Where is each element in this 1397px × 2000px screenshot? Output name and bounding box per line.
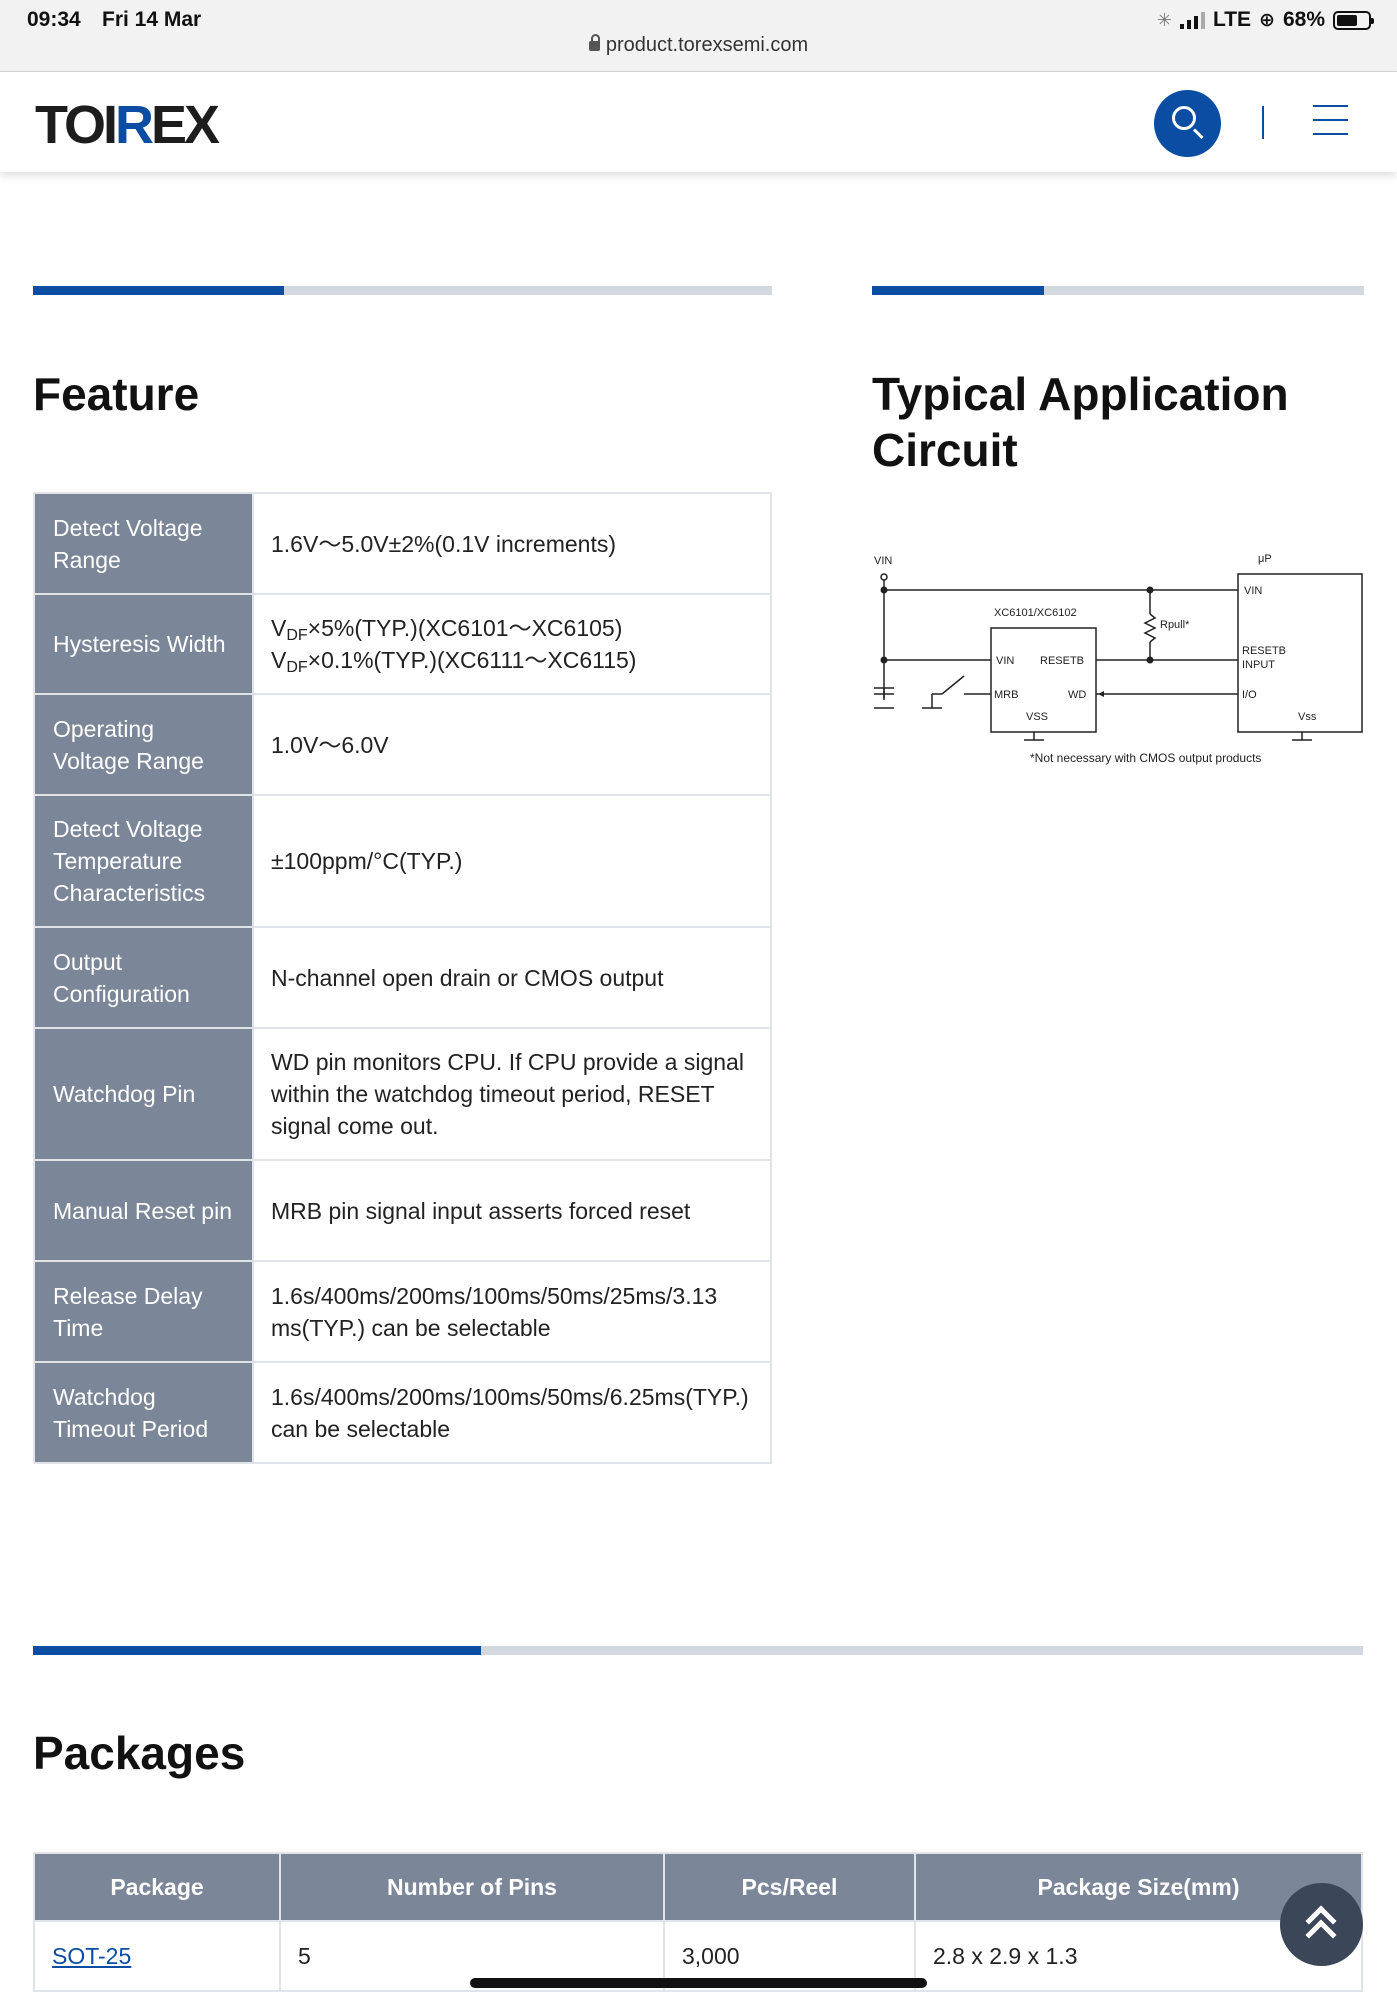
feature-label: Manual Reset pin (33, 1159, 254, 1262)
table-row: Manual Reset pin MRB pin signal input as… (33, 1159, 772, 1262)
table-row: Watchdog Timeout Period 1.6s/400ms/200ms… (33, 1361, 772, 1464)
table-row: Operating Voltage Range 1.0V～6.0V (33, 693, 772, 796)
feature-label: Hysteresis Width (33, 593, 254, 695)
circuit-label-vss: VSS (1026, 711, 1048, 723)
table-row: Watchdog Pin WD pin monitors CPU. If CPU… (33, 1027, 772, 1161)
package-link-sot-25[interactable]: SOT-25 (52, 1942, 132, 1969)
circuit-section-bar (872, 286, 1364, 295)
circuit-label-io: I/O (1242, 689, 1257, 701)
circuit-label-chip: XC6101/XC6102 (994, 607, 1077, 619)
feature-label: Release Delay Time (33, 1260, 254, 1363)
circuit-label-up: μP (1258, 553, 1272, 565)
packages-table: Package Number of Pins Pcs/Reel Package … (33, 1852, 1363, 1992)
packages-section-progress (33, 1646, 482, 1655)
circuit-label-vin: VIN (874, 555, 892, 567)
status-bar: 09:34 Fri 14 Mar ✳ LTE ⊕ 68% product.tor… (0, 0, 1397, 72)
feature-section-bar (33, 286, 772, 295)
table-header-row: Package Number of Pins Pcs/Reel Package … (33, 1852, 1363, 1922)
table-row: Output Configuration N-channel open drai… (33, 926, 772, 1029)
url-text: product.torexsemi.com (605, 34, 809, 56)
feature-label: Watchdog Timeout Period (33, 1361, 254, 1464)
hysteresis-line-1: VDF×5%(TYP.)(XC6101～XC6105) (271, 612, 753, 644)
search-icon-handle (1192, 128, 1204, 140)
circuit-title: Typical Application Circuit (872, 368, 1289, 476)
lock-icon (588, 34, 600, 51)
status-date: Fri 14 Mar (102, 8, 202, 31)
battery-icon (1333, 10, 1374, 30)
hysteresis-line-2: VDF×0.1%(TYP.)(XC6111～XC6115) (271, 644, 753, 676)
table-row: Hysteresis Width VDF×5%(TYP.)(XC6101～XC6… (33, 593, 772, 695)
circuit-label-mrb: MRB (994, 689, 1018, 701)
logo-text-mark: I (103, 95, 118, 155)
search-button[interactable] (1154, 90, 1221, 157)
circuit-label-up-vss: Vss (1298, 711, 1317, 723)
table-row: Detect Voltage Range 1.6V～5.0V±2%(0.1V i… (33, 492, 772, 595)
orientation-lock-icon: ⊕ (1259, 9, 1275, 31)
back-to-top-button[interactable] (1280, 1883, 1363, 1966)
circuit-label-rpull: Rpull* (1160, 619, 1190, 631)
menu-icon-bar (1313, 133, 1348, 135)
home-indicator[interactable] (470, 1978, 927, 1988)
loading-icon: ✳ (1156, 9, 1172, 30)
status-indicators: ✳ LTE ⊕ 68% (1156, 8, 1374, 32)
feature-title: Feature (33, 368, 200, 420)
feature-value: ±100ppm/°C(TYP.) (252, 794, 772, 928)
feature-value: 1.0V～6.0V (252, 693, 772, 796)
header-divider (1262, 106, 1264, 139)
menu-button[interactable] (1313, 105, 1348, 135)
vdf-subscript: DF (286, 627, 308, 644)
signal-icon (1179, 11, 1205, 29)
circuit-section-progress (872, 286, 1045, 295)
column-header-package: Package (33, 1852, 281, 1922)
hysteresis-value-1: ×5%(TYP.)(XC6101～XC6105) (307, 615, 623, 641)
menu-icon-bar (1313, 119, 1348, 121)
logo-text-right: EX (151, 95, 220, 155)
circuit-label-resetb-input: RESETB (1242, 645, 1286, 657)
circuit-label-wd: WD (1068, 689, 1086, 701)
packages-section-bar (33, 1646, 1363, 1655)
circuit-label-input: INPUT (1242, 659, 1275, 671)
feature-value: 1.6s/400ms/200ms/100ms/50ms/25ms/3.13 ms… (252, 1260, 772, 1363)
logo-text-r: R (115, 95, 154, 155)
circuit-note: *Not necessary with CMOS output products (1030, 751, 1261, 765)
table-row: Detect Voltage Temperature Characteristi… (33, 794, 772, 928)
packages-title: Packages (33, 1727, 246, 1779)
feature-value: N-channel open drain or CMOS output (252, 926, 772, 1029)
menu-icon (1313, 105, 1348, 107)
feature-label: Detect Voltage Range (33, 492, 254, 595)
circuit-label-resetb: RESETB (1040, 655, 1084, 667)
logo-text-left: TO (35, 95, 106, 155)
feature-value: VDF×5%(TYP.)(XC6101～XC6105) VDF×0.1%(TYP… (252, 593, 772, 695)
hysteresis-value-2: ×0.1%(TYP.)(XC6111～XC6115) (307, 647, 637, 673)
circuit-label-up-vin: VIN (1244, 585, 1262, 597)
feature-label: Output Configuration (33, 926, 254, 1029)
address-bar[interactable]: product.torexsemi.com (0, 34, 1397, 57)
application-circuit-diagram: VIN μP XC6101/XC6102 Rpull* VIN RESETB M… (874, 553, 1363, 765)
network-type: LTE (1212, 8, 1252, 31)
column-header-pins: Number of Pins (279, 1852, 665, 1922)
feature-label: Watchdog Pin (33, 1027, 254, 1161)
feature-value: MRB pin signal input asserts forced rese… (252, 1159, 772, 1262)
column-header-pcs-reel: Pcs/Reel (663, 1852, 916, 1922)
status-time: 09:34 (27, 8, 81, 31)
vdf-symbol: V (271, 647, 287, 673)
feature-value: WD pin monitors CPU. If CPU provide a si… (252, 1027, 772, 1161)
circuit-label-chip-vin: VIN (996, 655, 1014, 667)
torex-logo[interactable]: TOIREX (35, 94, 220, 156)
vdf-symbol: V (271, 615, 287, 641)
feature-section-progress (33, 286, 285, 295)
feature-label: Detect Voltage Temperature Characteristi… (33, 794, 254, 928)
battery-percent: 68% (1282, 8, 1325, 31)
vdf-subscript: DF (286, 659, 308, 676)
package-cell: SOT-25 (33, 1920, 281, 1992)
search-icon (1172, 106, 1196, 130)
table-row: Release Delay Time 1.6s/400ms/200ms/100m… (33, 1260, 772, 1363)
site-header: TOIREX (0, 72, 1397, 172)
feature-label: Operating Voltage Range (33, 693, 254, 796)
feature-table: Detect Voltage Range 1.6V～5.0V±2%(0.1V i… (33, 492, 772, 1464)
feature-value: 1.6s/400ms/200ms/100ms/50ms/6.25ms(TYP.)… (252, 1361, 772, 1464)
feature-value: 1.6V～5.0V±2%(0.1V increments) (252, 492, 772, 595)
